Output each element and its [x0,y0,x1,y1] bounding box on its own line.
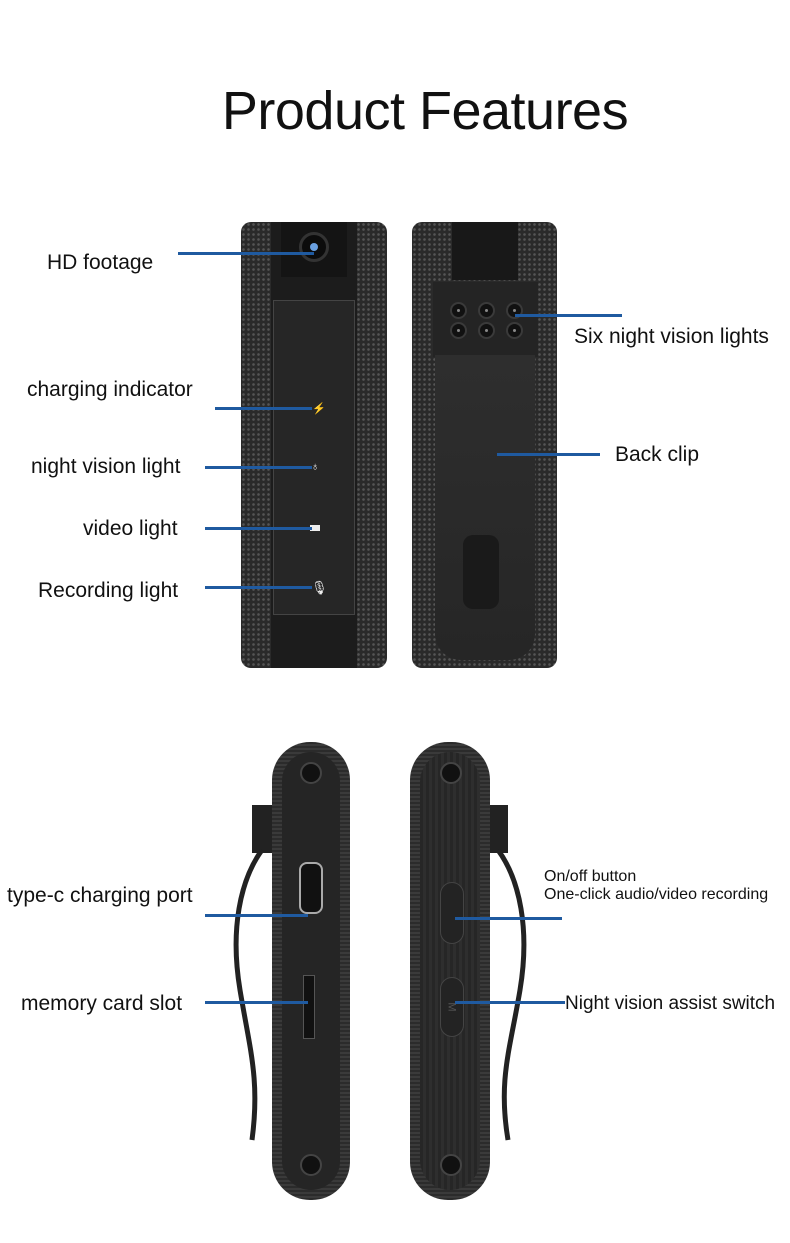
callout-line [455,917,562,920]
screw-icon [440,1154,462,1176]
label-hd-footage: HD footage [47,251,154,274]
camera-lens-icon [299,232,329,262]
label-night-vision-light: night vision light [31,455,181,478]
callout-line [455,1001,565,1004]
camera-housing [281,222,347,277]
night-vision-switch: M [440,977,464,1037]
label-video-light: video light [83,517,178,540]
ir-led-icon [478,302,495,319]
ir-led-icon [450,302,467,319]
back-clip [435,355,535,660]
left-side-device [272,742,350,1200]
ir-led-icon [450,322,467,339]
ir-led-icon [478,322,495,339]
callout-line [205,527,312,530]
power-button [440,882,464,944]
back-device [412,222,557,668]
hinge [452,222,518,280]
label-night-vision-assist-switch: Night vision assist switch [565,993,776,1014]
video-camera-icon [310,525,320,531]
callout-line [205,466,312,469]
lightning-icon: ⚡ [312,403,326,415]
screw-icon [440,762,462,784]
bulb-icon: ♁ [311,461,320,473]
label-back-clip: Back clip [615,443,700,466]
label-on-off-button: On/off button [544,868,637,885]
ir-led-icon [506,322,523,339]
callout-line [205,1001,308,1004]
callout-line [497,453,600,456]
page-title: Product Features [221,81,629,141]
callout-line [205,914,308,917]
label-recording-light: Recording light [38,579,179,602]
callout-line [178,252,314,255]
microphone-icon: 🎙 [311,580,328,595]
label-one-click-recording: One-click audio/video recording [544,886,769,903]
callout-line [215,407,312,410]
label-memory-card-slot: memory card slot [21,992,183,1015]
sd-card-slot [303,975,315,1039]
front-panel: ⚡ ♁ 🎙 [273,300,355,615]
front-device: ⚡ ♁ 🎙 [241,222,387,668]
callout-line [515,314,622,317]
right-side-device: M [410,742,490,1200]
screw-icon [300,762,322,784]
label-six-night-vision-lights: Six night vision lights [574,325,769,348]
callout-line [205,586,312,589]
screw-icon [300,1154,322,1176]
type-c-port [299,862,323,914]
label-type-c-port: type-c charging port [7,884,193,907]
label-charging-indicator: charging indicator [27,378,193,401]
